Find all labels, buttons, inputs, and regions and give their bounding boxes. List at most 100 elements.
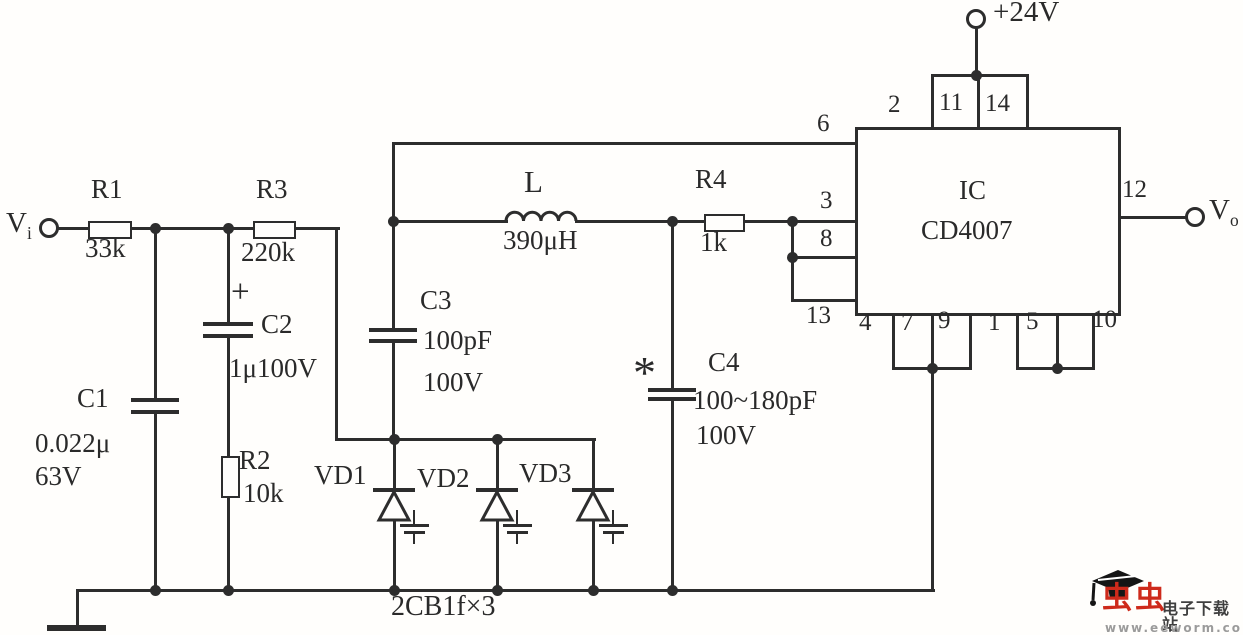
wire-coil-to-r4 [574, 219, 708, 223]
junction-dot [1051, 362, 1063, 374]
vd3-cathode-bar [572, 488, 614, 492]
vo-terminal [1185, 207, 1205, 227]
c4-voltage: 100V [696, 422, 756, 449]
wire-c3-bottom [391, 339, 395, 441]
wire-pin5-stub [1015, 308, 1019, 370]
wire-lnode-to-coil [391, 219, 508, 223]
wire-c2-top [226, 226, 230, 326]
wire-c2-to-r2 [226, 334, 230, 459]
r1-value: 33k [85, 235, 126, 262]
pin-5-label: 5 [1026, 309, 1039, 334]
wire-pin9-stub [968, 308, 972, 370]
junction-dot [222, 584, 234, 596]
pin-12-label: 12 [1122, 177, 1147, 202]
pin-13-label: 13 [806, 303, 831, 328]
c4-voltage-text: 100V [696, 420, 756, 450]
vd3-varicap-tick-bottom [612, 531, 614, 544]
l-inductor-coil [504, 210, 578, 222]
vi-terminal [39, 218, 59, 238]
pin-14-label: 14 [985, 91, 1010, 116]
pin-12-label-text: 12 [1122, 176, 1147, 203]
c3-value-text: 100pF [423, 325, 493, 355]
wire-c4-bottom [670, 397, 674, 592]
pin-7-label-text: 7 [901, 309, 914, 336]
supply-label-text: +24V [993, 0, 1060, 28]
wire-vd3-bottom [591, 518, 595, 592]
pin-10-label-text: 10 [1092, 306, 1117, 333]
wire-brbracket-div [1055, 308, 1059, 370]
vd3-varicap-tick-top [612, 510, 614, 524]
c4-value-text: 100~180pF [693, 385, 818, 415]
pin-8-label-text: 8 [820, 225, 833, 252]
c3-voltage-text: 100V [423, 367, 483, 397]
junction-dot [491, 433, 503, 445]
pin-8-label: 8 [820, 226, 833, 251]
ground-bar [47, 625, 106, 631]
c2-designator-text: C2 [261, 309, 293, 339]
junction-dot [149, 222, 161, 234]
diode-part-note: 2CB1f×3 [391, 593, 495, 621]
pin-10-label: 10 [1092, 307, 1117, 332]
wire-vd1-top [392, 437, 396, 492]
r3-designator: R3 [256, 176, 288, 203]
vd1-designator-text: VD1 [314, 460, 367, 490]
wire-pin14-stub [1025, 73, 1029, 129]
vd1-diode-triangle [376, 488, 412, 522]
r3-designator-text: R3 [256, 174, 288, 204]
pin-9-label: 9 [938, 308, 951, 333]
c2-plate-top [203, 322, 253, 326]
r1-value-text: 33k [85, 233, 126, 263]
wire-c1-top [153, 226, 157, 402]
vd2-varicap-tick-bottom [516, 531, 518, 544]
vd3-varicap-bar-1 [598, 523, 628, 527]
vd2-varicap-bar-1 [502, 523, 532, 527]
r2-resistor-body [221, 456, 240, 498]
r4-designator-text: R4 [695, 164, 727, 194]
wire-vd1-bottom [392, 518, 396, 592]
r4-value-text: 1k [700, 227, 727, 257]
ic-designator: IC [959, 177, 986, 204]
pin-7-label: 7 [901, 310, 914, 335]
pin-2-label: 2 [888, 92, 901, 117]
junction-dot [388, 433, 400, 445]
c4-designator-text: C4 [708, 347, 740, 377]
r2-value: 10k [243, 480, 284, 507]
supply-label: +24V [993, 0, 1059, 27]
wire-r1-to-r3 [126, 226, 258, 230]
wire-c3-top [391, 219, 395, 332]
l-value: 390μH [503, 227, 577, 254]
c4-designator: C4 [708, 349, 740, 376]
l-designator-text: L [524, 164, 543, 199]
vd1-designator: VD1 [314, 462, 367, 489]
graduation-cap-icon [1090, 570, 1144, 606]
c4-plate-top [648, 388, 696, 392]
ic-part-number: CD4007 [921, 217, 1013, 244]
c3-voltage: 100V [423, 369, 483, 396]
watermark: 虫虫 电子下载站 www.eeworm.com [1080, 560, 1243, 635]
vi-terminal-label: Vi [6, 209, 32, 242]
wire-ground-drop [75, 588, 79, 630]
c2-value: 1μ100V [229, 355, 317, 382]
wire-c1-bottom [153, 410, 157, 592]
c2-polarity: + [231, 276, 250, 309]
r4-resistor-body [704, 214, 745, 232]
c4-star-mark-text: * [633, 347, 656, 398]
c3-plate-top [369, 328, 417, 332]
wire-r4-to-pin3 [738, 219, 859, 223]
junction-dot [970, 69, 982, 81]
pin-4-label-text: 4 [859, 309, 872, 336]
watermark-url[interactable]: www.eeworm.com [1105, 621, 1243, 635]
wire-diode-top-rail [334, 437, 596, 441]
c1-plate-top [131, 398, 179, 402]
vd3-diode-triangle [575, 488, 611, 522]
junction-dot [149, 584, 161, 596]
pin-6-label-text: 6 [817, 110, 830, 137]
wire-vi-to-r1 [55, 226, 92, 230]
wire-r2-bottom [226, 491, 230, 592]
vo-terminal-label-text: V [1209, 194, 1230, 226]
pin-2-label-text: 2 [888, 91, 901, 118]
vd3-designator-text: VD3 [519, 458, 572, 488]
junction-dot [587, 584, 599, 596]
r4-designator: R4 [695, 166, 727, 193]
